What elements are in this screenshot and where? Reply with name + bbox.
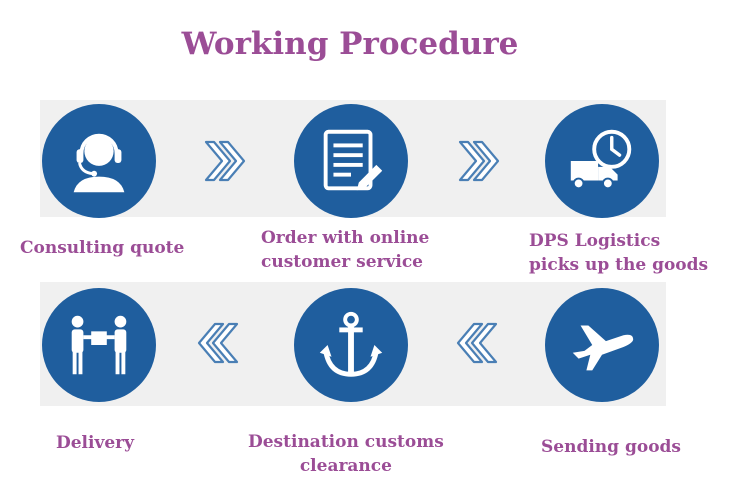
step-consulting-circle (42, 104, 156, 218)
step-customs-circle (294, 288, 408, 402)
step-pickup-circle (545, 104, 659, 218)
chevron-left-icon (197, 322, 239, 364)
step-delivery-circle (42, 288, 156, 402)
step-label-sending: Sending goods (541, 437, 681, 457)
customer-service-headset-icon (73, 133, 125, 193)
step-label-order: Order with online customer service (261, 228, 430, 272)
chevron-right-icon (204, 140, 246, 182)
anchor-icon (319, 311, 383, 377)
order-form-icon (323, 129, 383, 191)
step-label-customs: Destination customs clearance (248, 432, 444, 476)
step-sending-circle (545, 288, 659, 402)
page-title: Working Procedure (181, 26, 519, 62)
chevron-left-icon (456, 322, 498, 364)
step-label-delivery: Delivery (56, 433, 135, 453)
step-order-circle (294, 104, 408, 218)
chevron-right-icon (458, 140, 500, 182)
step-label-consulting: Consulting quote (20, 238, 185, 258)
handover-people-icon (71, 315, 127, 375)
truck-clock-icon (570, 129, 632, 190)
step-label-pickup: DPS Logistics picks up the goods (529, 231, 709, 275)
airplane-icon (572, 325, 634, 371)
